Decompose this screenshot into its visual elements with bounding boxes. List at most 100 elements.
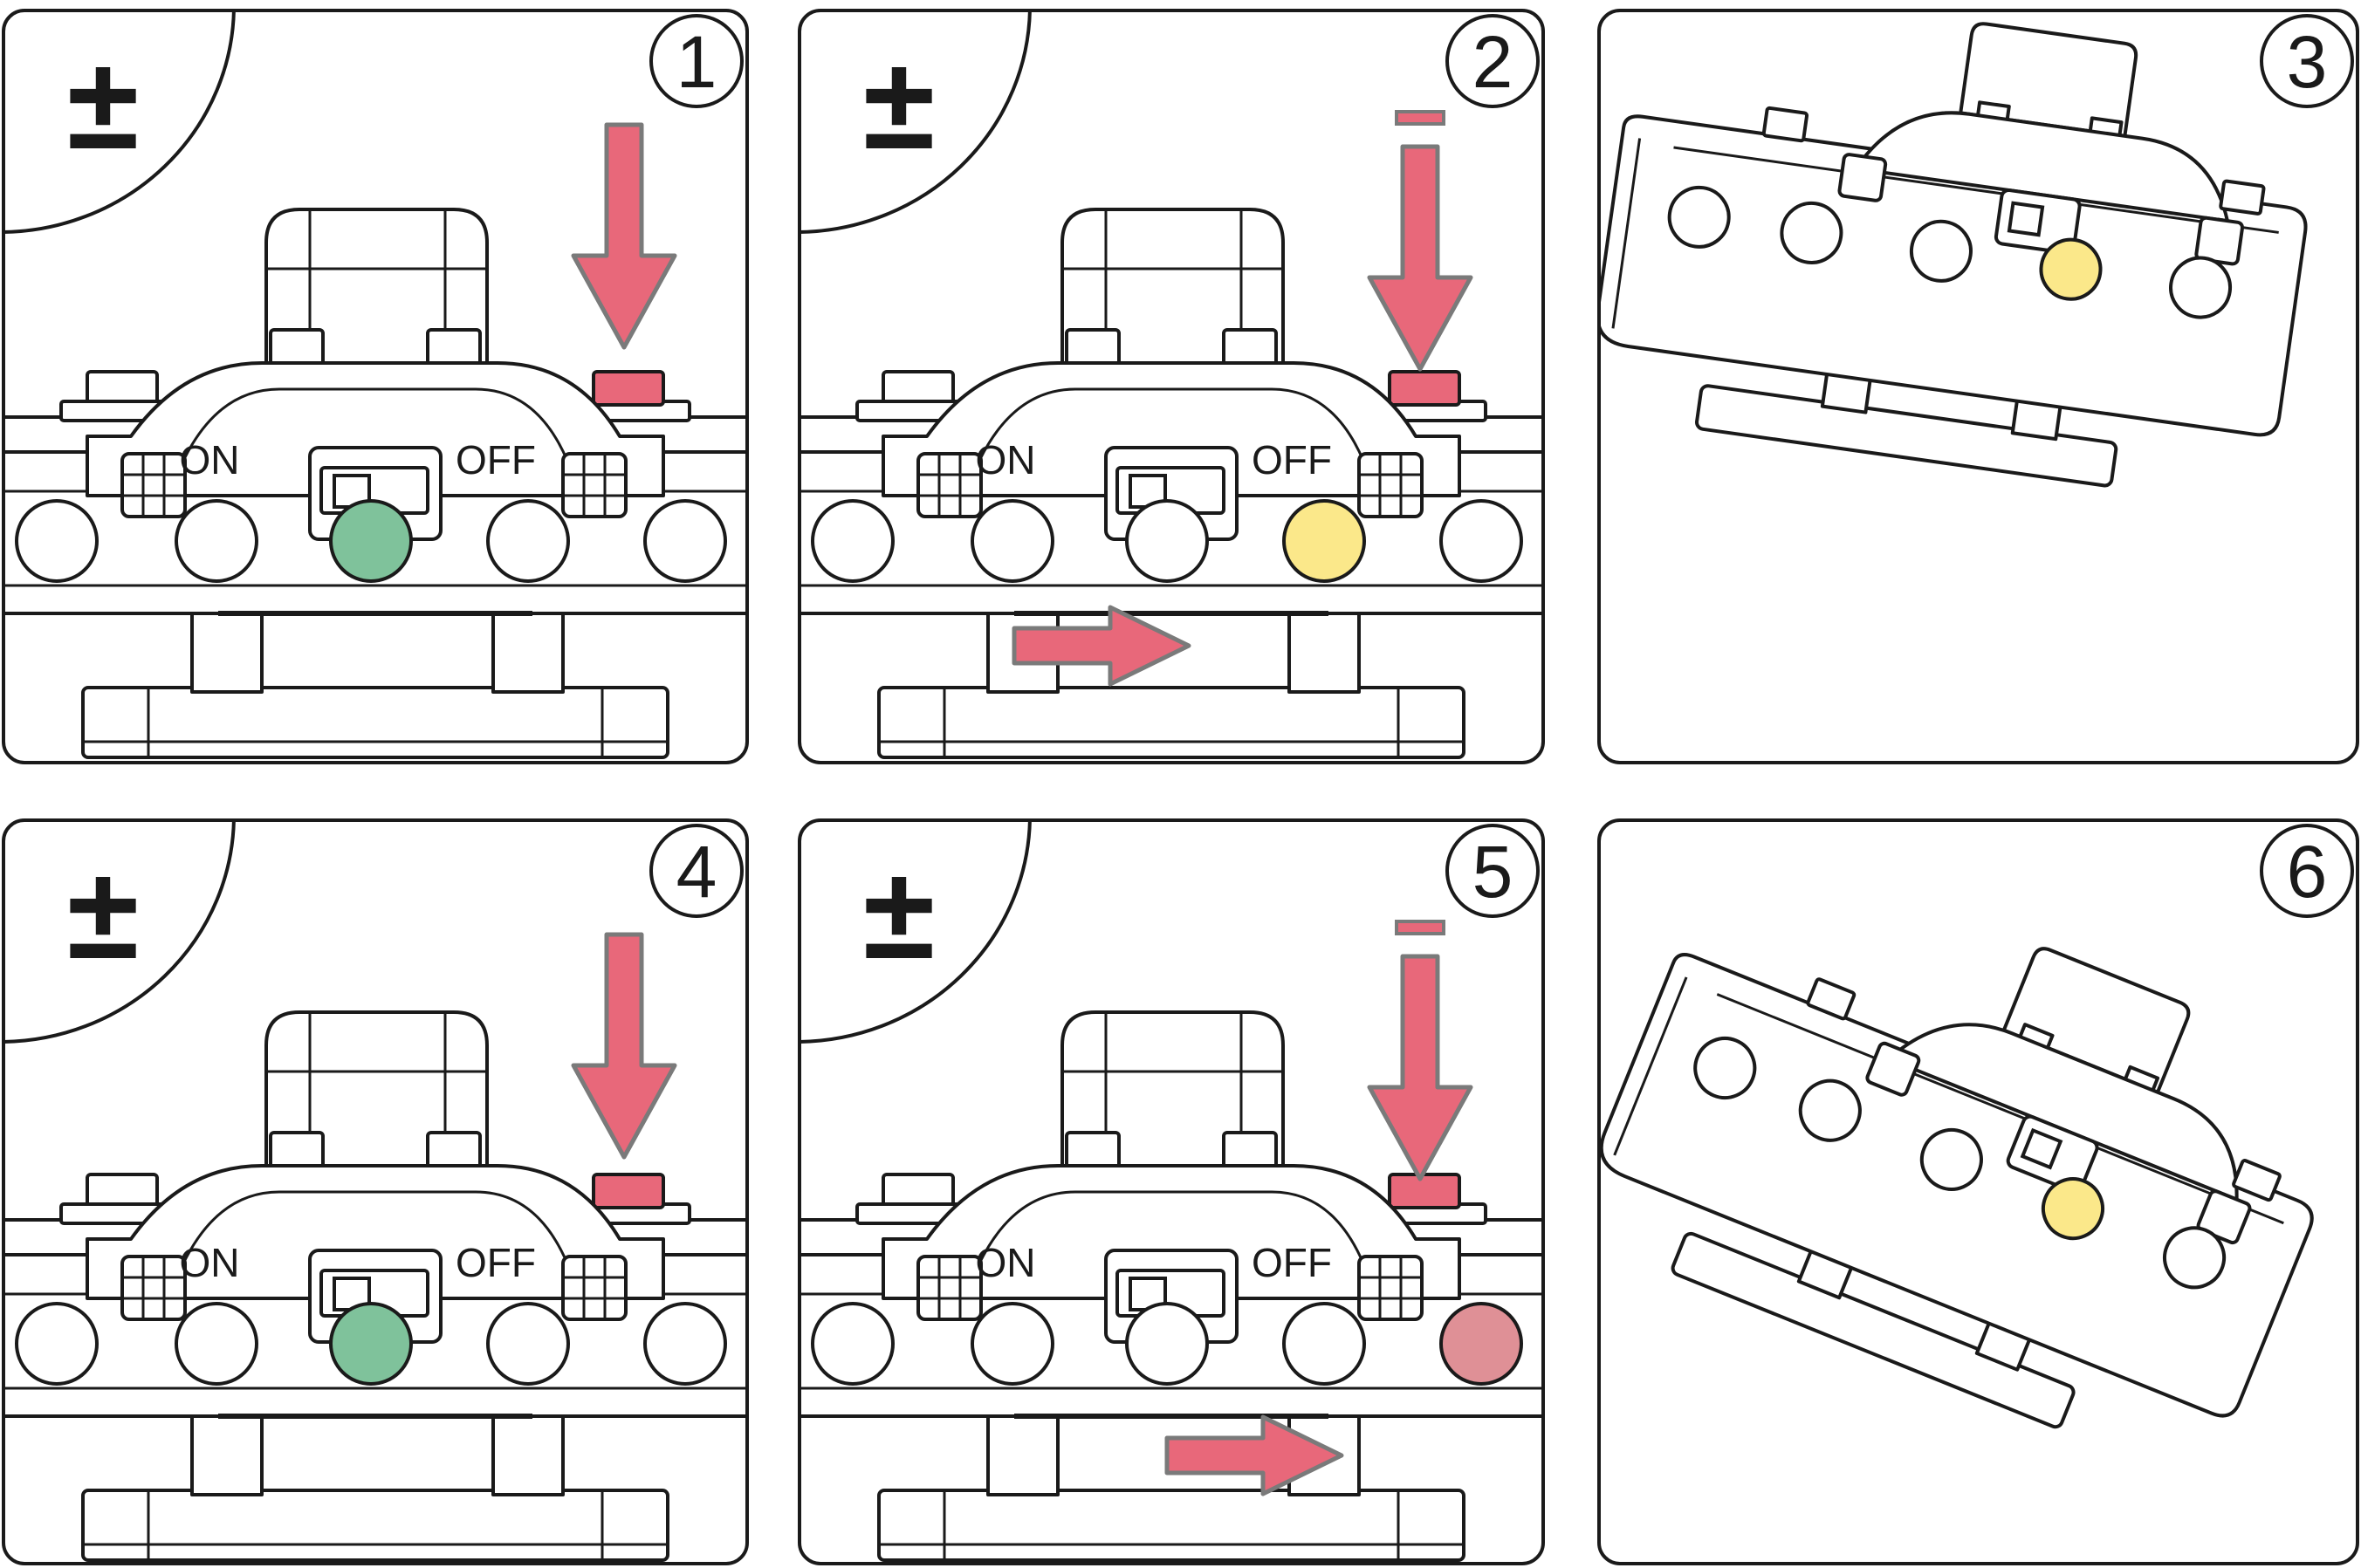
panel-content	[1599, 947, 2314, 1429]
device-round-button	[2163, 1226, 2227, 1290]
label-on: ON	[976, 1240, 1036, 1285]
press-indicator-bar	[1395, 110, 1445, 126]
device-round-button	[643, 499, 727, 583]
step-number-badge	[2260, 14, 2354, 108]
device-clip-left	[916, 1255, 983, 1321]
device-round-button	[1667, 185, 1731, 249]
panel-frame	[798, 9, 1545, 764]
led-red	[1439, 1302, 1523, 1386]
device-round-button	[15, 499, 99, 583]
label-on: ON	[180, 1240, 240, 1285]
slide-right-arrow	[1164, 1414, 1344, 1496]
panel-frame	[2, 818, 749, 1565]
device-round-button	[1780, 201, 1843, 264]
mode-corner	[3, 10, 237, 235]
step-number: 6	[2287, 831, 2328, 913]
device-handle	[2001, 947, 2191, 1094]
step-panel-3: 3	[1596, 7, 2361, 766]
device-round-button	[811, 499, 895, 583]
mode-corner	[800, 820, 1033, 1044]
device-round-button	[1693, 1037, 1757, 1100]
mode-corner	[3, 820, 237, 1044]
device-round-button	[175, 499, 258, 583]
label-off: OFF	[1252, 437, 1332, 483]
device-clip-right	[561, 452, 628, 518]
device-front: ON OFF	[3, 208, 747, 759]
push-down-arrow	[1367, 954, 1473, 1181]
panel-frame	[1597, 818, 2359, 1565]
label-on: ON	[976, 437, 1036, 483]
step-panel-2: ON OFF ±2	[796, 7, 1547, 766]
device-top-button-red	[1388, 370, 1461, 407]
device-foot	[81, 686, 669, 759]
device-round-button	[1909, 219, 1973, 283]
label-off: OFF	[456, 437, 536, 483]
led-green	[329, 1302, 413, 1386]
device-top-button-red	[1388, 1173, 1461, 1209]
device-dome	[86, 1164, 665, 1300]
label-on: ON	[180, 437, 240, 483]
device-round-button	[971, 499, 1054, 583]
panel-svg: 6	[1597, 818, 2359, 1565]
device-round-button	[643, 1302, 727, 1386]
device-front: ON OFF	[800, 208, 1543, 759]
device-round-button	[175, 1302, 258, 1386]
device-round-button	[1282, 1302, 1366, 1386]
step-number: 3	[2287, 21, 2328, 103]
device-stand-right	[1287, 607, 1361, 694]
panel-frame	[1597, 9, 2359, 764]
device-stand-left	[190, 1410, 264, 1496]
device-clip-left	[120, 1255, 187, 1321]
device-round-button	[1125, 1302, 1209, 1386]
device-angled	[1599, 947, 2314, 1429]
slide-right-arrow	[1012, 605, 1191, 687]
device-dome	[1886, 1023, 2239, 1202]
plus-minus-symbol: ±	[863, 30, 935, 176]
step-number: 5	[1472, 831, 1513, 913]
device-round-button	[1439, 499, 1523, 583]
device-stand-left	[190, 607, 264, 694]
plus-minus-symbol: ±	[863, 839, 935, 986]
device-dome	[882, 361, 1461, 497]
device-clip-left	[1865, 1041, 1921, 1097]
step-number: 2	[1472, 21, 1513, 103]
device-foot	[877, 686, 1465, 759]
device-foot	[1695, 384, 2118, 488]
panel-content: ON OFF ±	[800, 10, 1543, 759]
device-stand-left	[986, 1410, 1060, 1496]
step-number: 4	[676, 831, 717, 913]
device-round-button	[1798, 1078, 1862, 1142]
push-down-arrow	[571, 932, 677, 1160]
device-round-button	[1919, 1127, 1983, 1191]
device-foot	[81, 1489, 669, 1562]
push-down-arrow	[1367, 144, 1473, 372]
step-number-badge	[649, 824, 744, 918]
device-clip-left	[1837, 153, 1888, 202]
led-yellow	[2041, 1177, 2104, 1241]
panel-content: ON OFF ±	[3, 10, 747, 759]
device-clip-left	[120, 452, 187, 518]
device-round-button	[486, 499, 570, 583]
device-round-button	[2169, 256, 2233, 319]
device-round-button	[486, 1302, 570, 1386]
device-round-button	[811, 1302, 895, 1386]
device-switch-knob	[2007, 201, 2045, 237]
led-yellow	[1282, 499, 1366, 583]
led-green	[329, 499, 413, 583]
device-angled	[1599, 22, 2308, 488]
step-panel-6: 6	[1596, 817, 2361, 1567]
device-dome	[86, 361, 665, 497]
step-number-badge	[1445, 14, 1540, 108]
device-round-button	[971, 1302, 1054, 1386]
push-down-arrow	[571, 122, 677, 350]
device-stand-right	[491, 607, 565, 694]
plus-minus-symbol: ±	[67, 30, 139, 176]
